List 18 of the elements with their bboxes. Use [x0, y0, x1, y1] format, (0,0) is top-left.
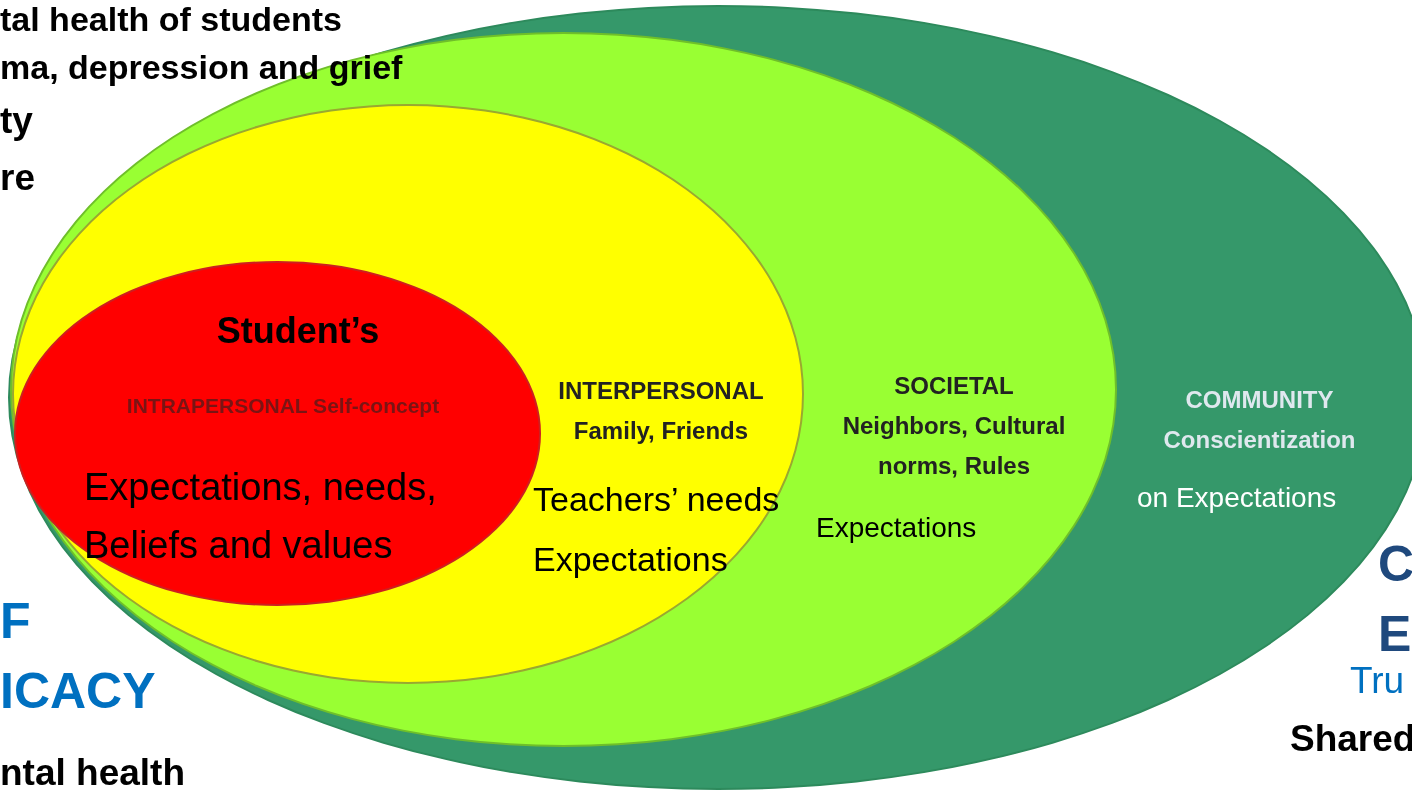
cut-off-text: ma, depression and grief — [0, 48, 403, 87]
cut-off-text: ICACY — [0, 662, 156, 720]
cut-off-text: E — [1378, 605, 1412, 663]
ring-note: Expectations, needs, Beliefs and values — [84, 465, 438, 568]
cut-off-text: ntal health — [0, 752, 186, 793]
ring-heading: COMMUNITY Conscientization — [1162, 385, 1357, 455]
ring-note: on Expectations — [1137, 482, 1337, 514]
cut-off-text: re — [0, 157, 35, 199]
cut-off-text: F — [0, 592, 31, 650]
ring-title: Student’s — [215, 310, 381, 352]
ring-note: Expectations — [816, 512, 977, 544]
cut-off-text: tal health of students — [0, 0, 342, 39]
cut-off-text: ty — [0, 100, 33, 142]
ring-heading: SOCIETAL Neighbors, Cultural norms, Rules — [841, 371, 1067, 481]
ring-heading: INTRAPERSONAL Self-concept — [125, 393, 441, 419]
ring-note: Teachers’ needs Expectations — [533, 479, 781, 580]
cut-off-text: Tru — [1350, 660, 1405, 702]
ring-heading: INTERPERSONAL Family, Friends — [557, 376, 765, 446]
